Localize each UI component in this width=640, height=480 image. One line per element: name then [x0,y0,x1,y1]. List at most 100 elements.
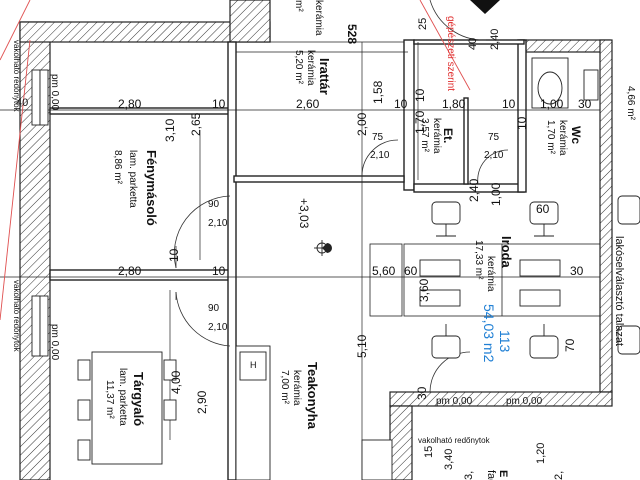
room-area-irattar: 5,20 m² [293,50,304,85]
dim-260: 2,60 [296,97,320,111]
dim-200: 2,00 [355,112,369,136]
dim-30-v: 30 [415,386,429,400]
note-fag: fag [485,470,497,480]
dim-210-b: 2,10 [208,322,228,333]
dim-310: 3,10 [163,118,177,142]
room-name-irattar: Irattár [317,58,332,95]
dim-528: 528 [345,24,359,44]
room-name-fenymasolo: Fénymásoló [144,150,159,226]
dim-340: 3,40 [443,449,455,470]
dim-400: 4,00 [169,370,183,394]
dim-10-c: 10 [502,97,516,111]
room-area-wc: 1,70 m² [545,120,556,155]
doors [173,0,509,393]
dim-170: 1,70 [413,110,427,134]
kitchen-counter [235,345,393,480]
room-floor-wc: kerámia [557,120,568,156]
room-area-targyalo: 11,37 m² [104,380,115,419]
dim-40: 40 [467,38,479,50]
dim-10-v2: 10 [413,88,427,102]
window-left-bottom [31,295,49,357]
dim-158: 1,58 [371,80,385,104]
note-pm-bottom-1: pm 0,00 [436,396,473,407]
dim-120: 1,20 [535,443,547,464]
dim-210-c: 2,10 [370,150,390,161]
meeting-table [77,351,177,465]
dim-30-mid: 30 [570,264,584,278]
room-name-targyalo: Tárgyaló [131,372,146,426]
dim-100-v: 1,00 [489,182,503,206]
dim-290: 2,90 [195,390,209,414]
dim-280-top: 2,80 [118,97,142,111]
room-name-teakonyha: Teakonyha [305,362,320,430]
dim-2540: 2,40 [489,29,501,50]
dim-100: 1,00 [540,97,564,111]
wc-fixtures [531,57,599,109]
dim-10-v3: 10 [515,116,529,130]
dim-180: 1,80 [442,97,466,111]
dimension-lines [0,42,600,480]
room-name-iroda: Iroda [499,236,514,269]
room-floor-et: kerámia [431,118,442,154]
note-pm-left-bottom: pm 0,00 [49,324,60,361]
dim-70: 70 [563,338,577,352]
dim-10-mid: 10 [212,264,226,278]
dim-2x: 2, [553,471,565,480]
room-name-wc: Wc [569,126,583,144]
note-redony-left-top: vakolható redőnytok [12,40,21,113]
office-desks [419,259,561,307]
dim-60-b: 60 [536,202,550,216]
level-text: +3,03 [297,198,311,229]
note-h-mark: H [250,360,257,370]
red-lines [0,0,471,321]
dim-265: 2,65 [189,112,203,136]
room-area-fenymasolo: 8,86 m² [112,150,123,185]
note-lakos-talazat: lakóselválasztó talazat [613,236,625,346]
dim-75: 75 [372,132,384,143]
room-area-teakonyha: 7,00 m² [279,370,290,405]
room-area-top-left: m² [293,0,304,12]
note-pm-bottom-2: pm 0,00 [506,396,543,407]
interior-walls [49,39,527,480]
note-pm-left-top: pm 0,00 [49,74,60,111]
dim-60: 60 [404,264,418,278]
room-area-et: 3,57 m² [419,118,430,153]
room-floor-fenymasolo: lam. parketta [127,150,138,208]
dim-30-top: 30 [578,97,592,111]
room-area-top-right: 4,66 m² [625,86,636,121]
dim-280-mid: 2,80 [118,264,142,278]
room-floor-irattar: kerámia [305,50,316,86]
dim-360: 3,60 [417,278,431,302]
level-marker [314,240,332,256]
window-left-top [31,69,49,126]
note-redony-bottom: vakolható redőnytok [418,436,491,445]
dim-510: 5,10 [355,334,369,358]
room-floor-top-left: kerámia [313,0,324,36]
room-floor-targyalo: lam. parketta [117,368,128,426]
room-name-et: Et. [441,128,455,143]
dim-15: 15 [423,446,435,458]
note-red-top: gépészeti szerint [445,16,456,91]
arrow-marker [470,0,500,14]
dim-240: 2,40 [467,178,481,202]
unit-number: 113 [497,330,513,353]
dim-25: 25 [417,18,429,30]
dim-90-b: 90 [208,303,220,314]
dim-210-a: 2,10 [208,218,228,229]
dim-75-b: 75 [488,132,500,143]
room-floor-iroda: kerámia [485,256,496,292]
dim-10-b: 10 [394,97,408,111]
dim-560: 5,60 [372,264,396,278]
unit-area: 54,03 m2 [481,304,497,363]
note-edge-e: E [497,470,509,477]
note-redony-left-bottom: vakolható redőnytok [12,280,21,353]
dim-10-v1: 10 [167,248,181,262]
room-floor-teakonyha: kerámia [291,370,302,406]
dim-3x: 3, [463,471,475,480]
chairs [431,195,640,359]
note-edge-40: 40 [16,97,28,109]
room-outlines [49,41,601,480]
dim-210-d: 2,10 [484,150,504,161]
dim-10-a: 10 [212,97,226,111]
